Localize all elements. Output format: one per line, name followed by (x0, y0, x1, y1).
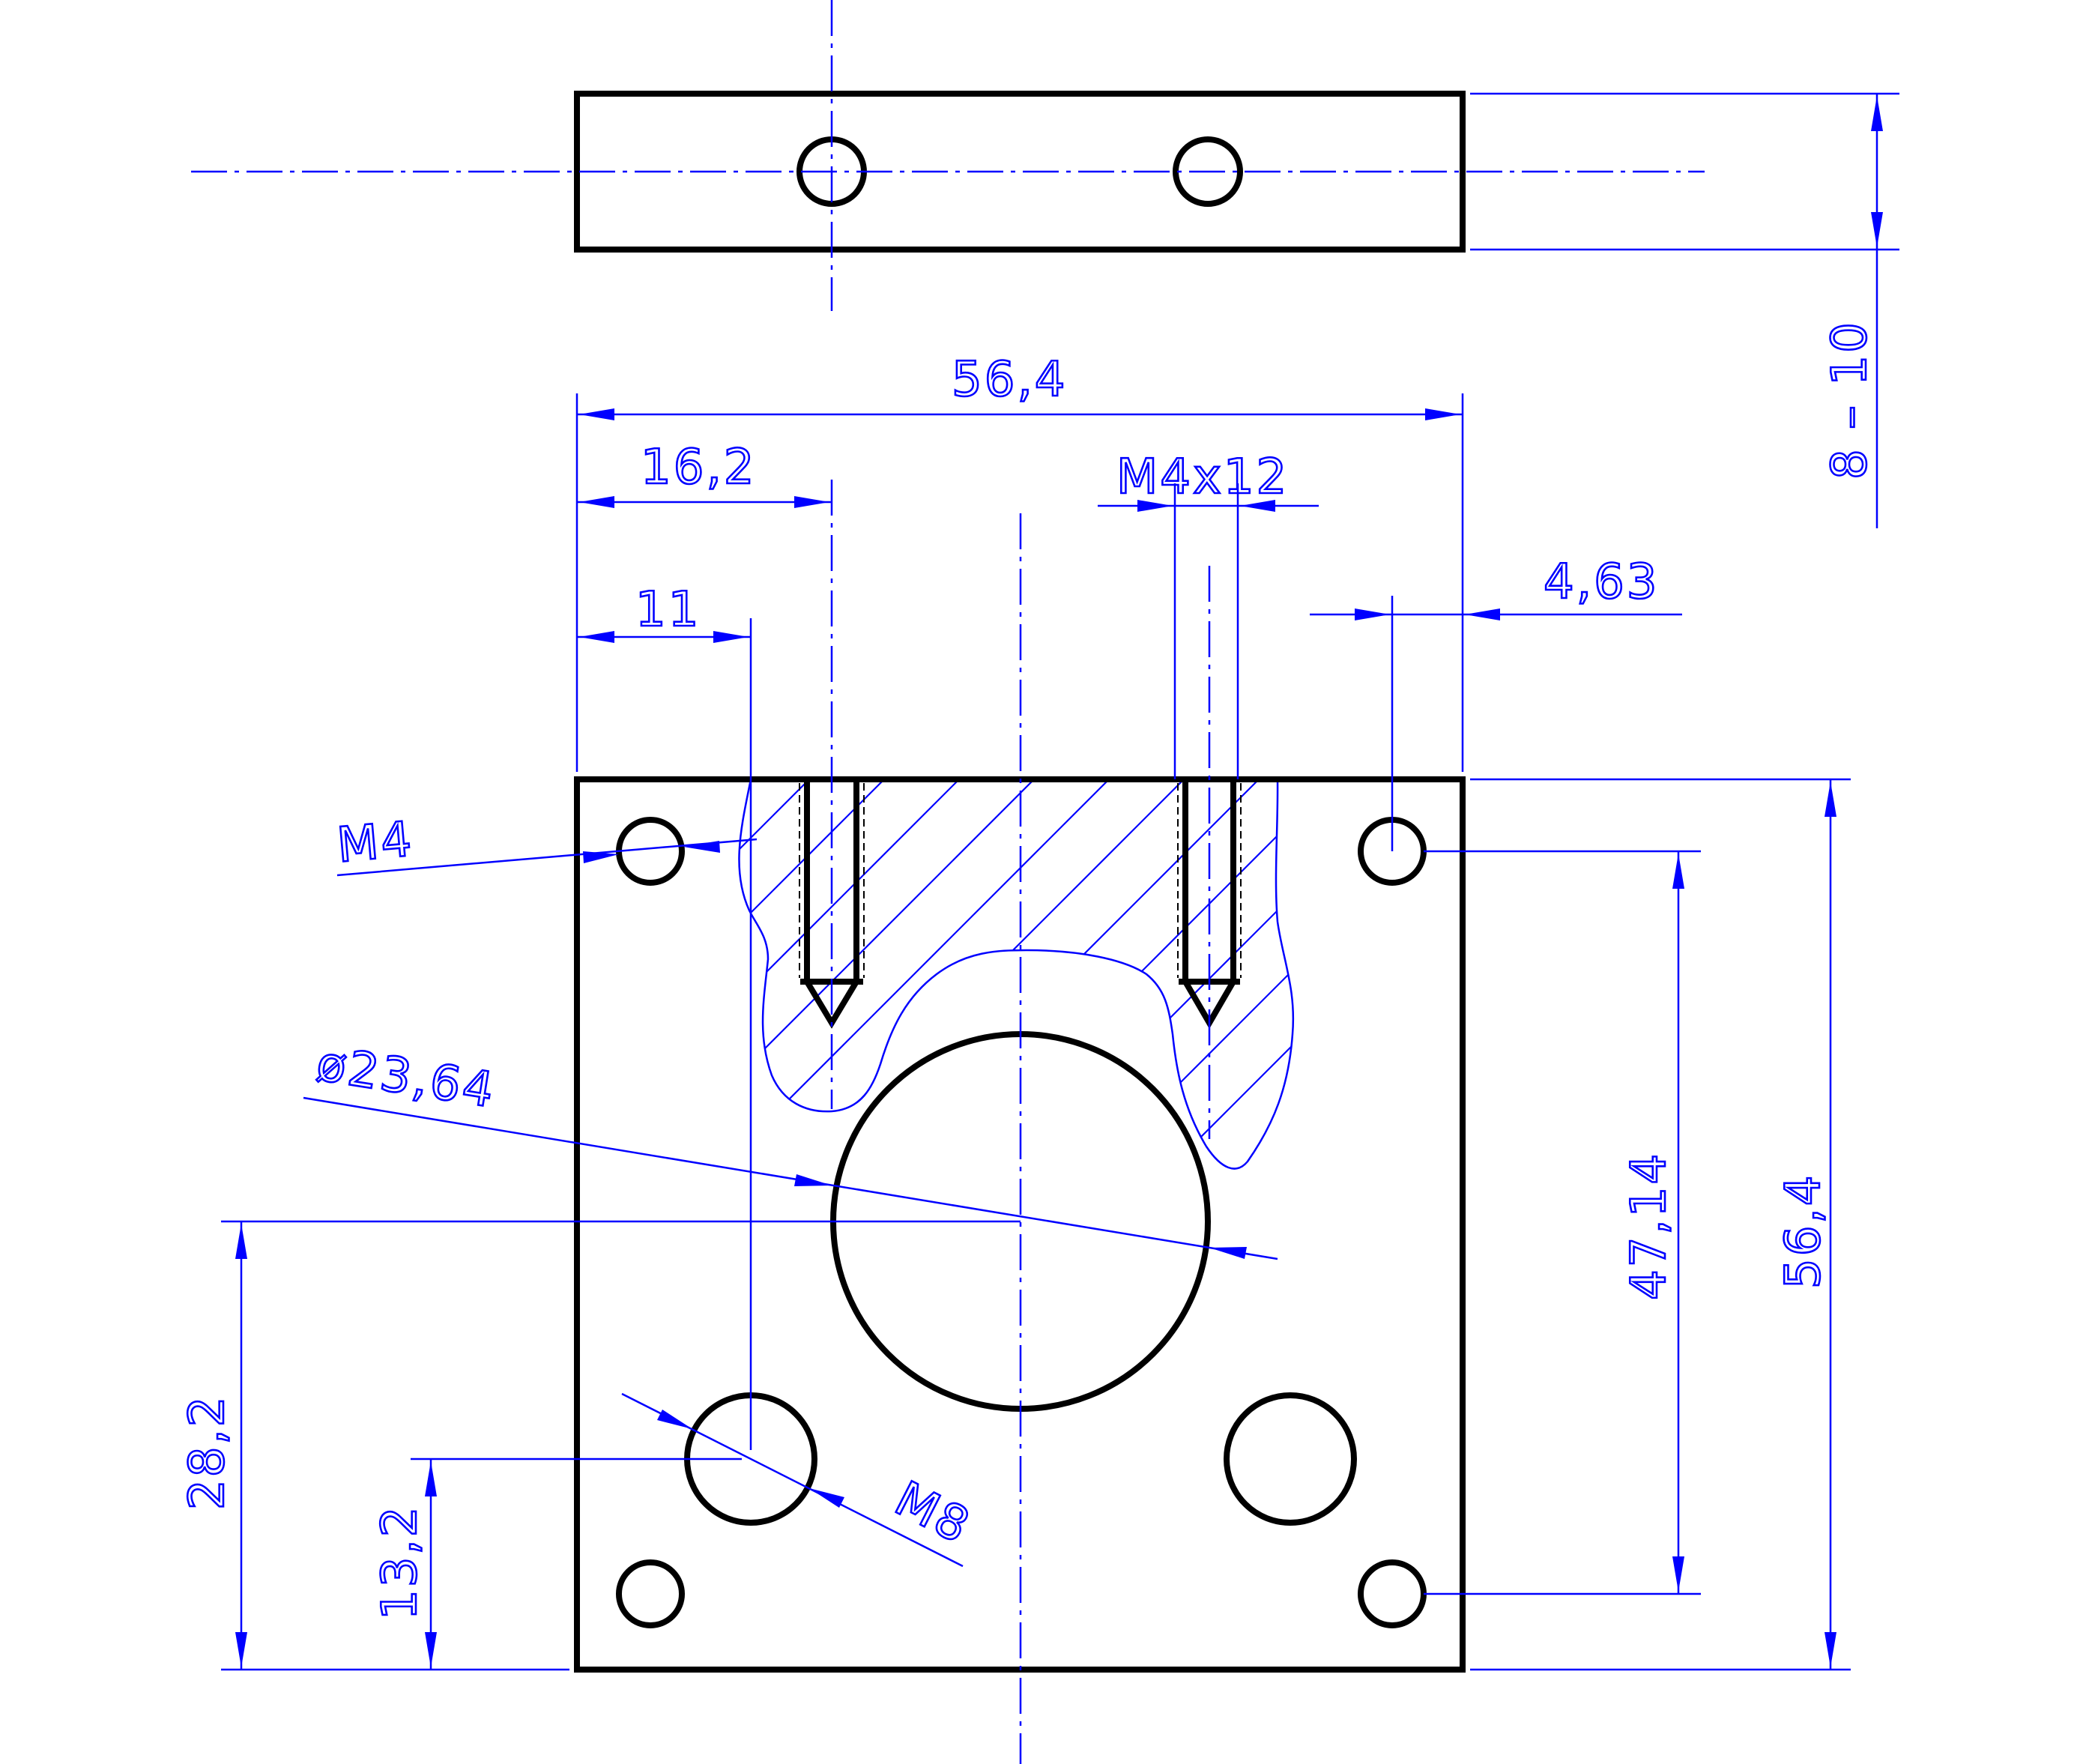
leader-m4: M4 (334, 811, 758, 877)
dimension-11: 11 (577, 582, 752, 1450)
dimension-28-2: 28,2 (179, 1220, 1021, 1671)
dimension-47-14-label: 47,14 (1621, 1152, 1677, 1300)
dimension-4-63-label: 4,63 (1544, 555, 1660, 610)
corner-hole-bottom-right (1358, 1559, 1427, 1628)
dimension-m4x12: M4x12 (1098, 449, 1319, 779)
dimension-4-63: 4,63 (1310, 554, 1682, 851)
dimension-thickness: 8 – 10 (1470, 92, 1899, 528)
dimension-28-2-label: 28,2 (180, 1395, 235, 1511)
section-break-outline (738, 779, 1295, 1170)
leader-m8-label: M8 (886, 1471, 979, 1555)
corner-hole-top-left (616, 817, 685, 886)
tapped-hole-left (799, 480, 865, 1109)
section-hatch (739, 779, 1293, 1155)
top-view (191, 0, 1705, 311)
dimension-m4x12-label: M4x12 (1116, 450, 1289, 505)
front-view (574, 480, 1466, 1764)
dimension-overall-height-label: 56,4 (1776, 1174, 1831, 1290)
corner-hole-bottom-left (616, 1559, 685, 1628)
leader-bore-diameter-label: ø23,64 (312, 1036, 499, 1120)
tapped-hole-right (1177, 566, 1242, 1139)
dimension-thickness-label: 8 – 10 (1822, 320, 1878, 480)
top-view-outline (574, 91, 1466, 253)
dimension-overall-width-label: 56,4 (952, 352, 1068, 408)
leader-m4-label: M4 (335, 812, 416, 874)
dimension-13-2: 13,2 (372, 1458, 742, 1670)
dimension-16-2-label: 16,2 (641, 440, 757, 495)
dimension-overall-height: 56,4 (1470, 778, 1851, 1671)
dimension-47-14: 47,14 (1424, 850, 1701, 1595)
dimension-overall-width: 56,4 (575, 351, 1464, 772)
dimension-11-label: 11 (635, 582, 701, 638)
dimension-16-2: 16,2 (577, 439, 832, 508)
dimension-13-2-label: 13,2 (372, 1505, 428, 1621)
m8-hole-right (1224, 1392, 1357, 1526)
top-view-hole-right (1173, 136, 1243, 207)
